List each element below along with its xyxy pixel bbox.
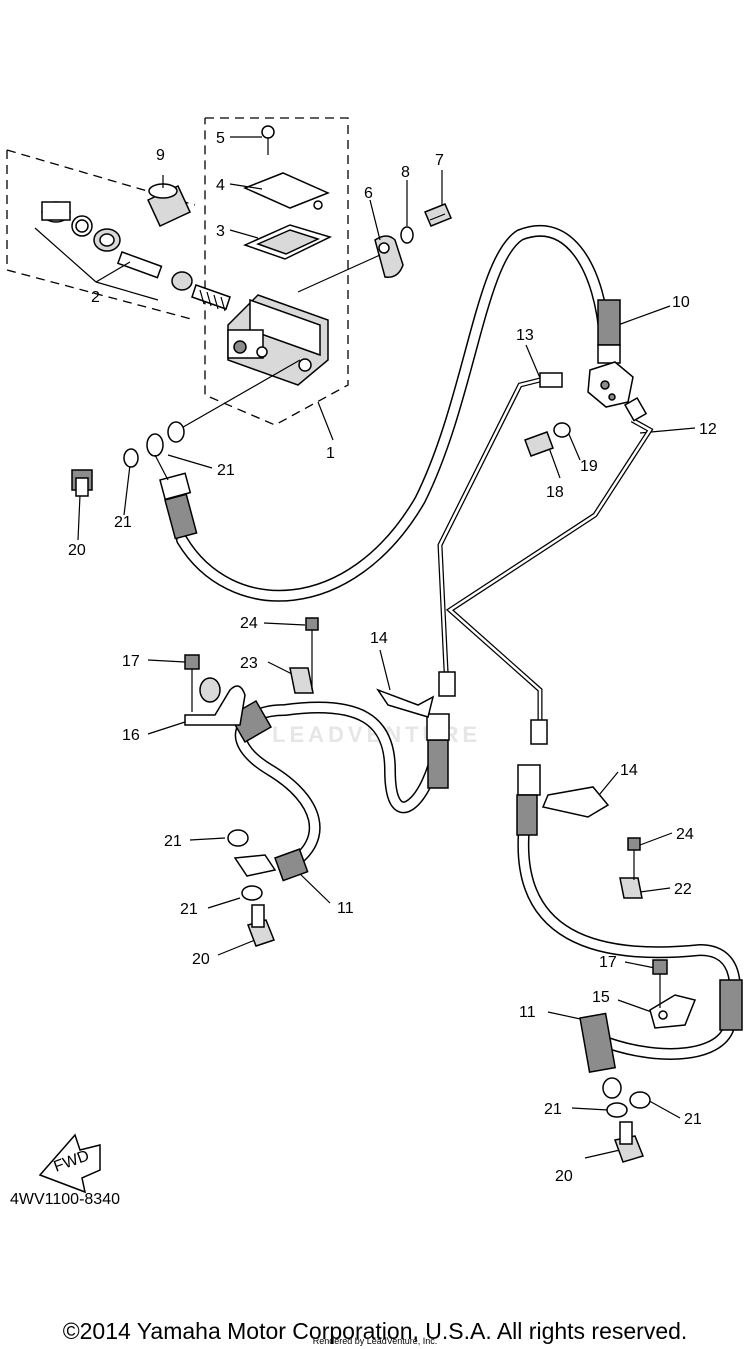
copyright-footer: ©2014 Yamaha Motor Corporation, U.S.A. A…	[62, 1318, 688, 1344]
label-24-left: 24	[240, 615, 258, 632]
label-21-d: 21	[180, 901, 198, 918]
label-22: 22	[674, 881, 692, 898]
label-6: 6	[364, 185, 373, 202]
label-21-f: 21	[684, 1111, 702, 1128]
label-7: 7	[435, 152, 444, 169]
label-23: 23	[240, 655, 258, 672]
label-5: 5	[216, 130, 225, 147]
assembly-outline	[6, 117, 349, 426]
label-21-b: 21	[114, 514, 132, 531]
label-17-left: 17	[122, 653, 140, 670]
label-14-right: 14	[620, 762, 638, 779]
label-3: 3	[216, 223, 225, 240]
clamps-upper-left	[184, 617, 435, 726]
brake-hose-11-right	[516, 764, 743, 1163]
label-20-top: 20	[68, 542, 86, 559]
label-21-e: 21	[544, 1101, 562, 1118]
label-11-right: 11	[519, 1004, 536, 1021]
label-11-left: 11	[337, 900, 354, 917]
label-21-a: 21	[217, 462, 235, 479]
label-14-left: 14	[370, 630, 388, 647]
label-2: 2	[91, 289, 100, 306]
label-9: 9	[156, 147, 165, 164]
label-20-bottom: 20	[555, 1168, 573, 1185]
label-12: 12	[699, 421, 717, 438]
brake-hose-11-left	[227, 699, 450, 947]
label-20-middle: 20	[192, 951, 210, 968]
brake-tubes	[437, 372, 654, 745]
part-labels: 1 2 3 4 5 6 7 8 9 10 11 11 12 13 14 14 1…	[10, 130, 717, 1208]
brake-hose-10	[146, 224, 634, 602]
label-19: 19	[580, 458, 598, 475]
label-16: 16	[122, 727, 140, 744]
rendered-by-note: Rendered by LeadVenture, Inc.	[312, 1336, 438, 1346]
label-10: 10	[672, 294, 690, 311]
label-1: 1	[326, 445, 335, 462]
label-18: 18	[546, 484, 564, 501]
fwd-arrow: FWD	[38, 1133, 101, 1194]
diagram-code: 4WV1100-8340	[10, 1191, 120, 1208]
master-cylinder-group	[41, 125, 452, 386]
washers-21-top	[71, 421, 185, 497]
label-21-c: 21	[164, 833, 182, 850]
label-13: 13	[516, 327, 534, 344]
label-17-right: 17	[599, 954, 617, 971]
label-15: 15	[592, 989, 610, 1006]
label-8: 8	[401, 164, 410, 181]
label-4: 4	[216, 177, 225, 194]
union-bolt-18	[524, 422, 571, 457]
label-24-right: 24	[676, 826, 694, 843]
